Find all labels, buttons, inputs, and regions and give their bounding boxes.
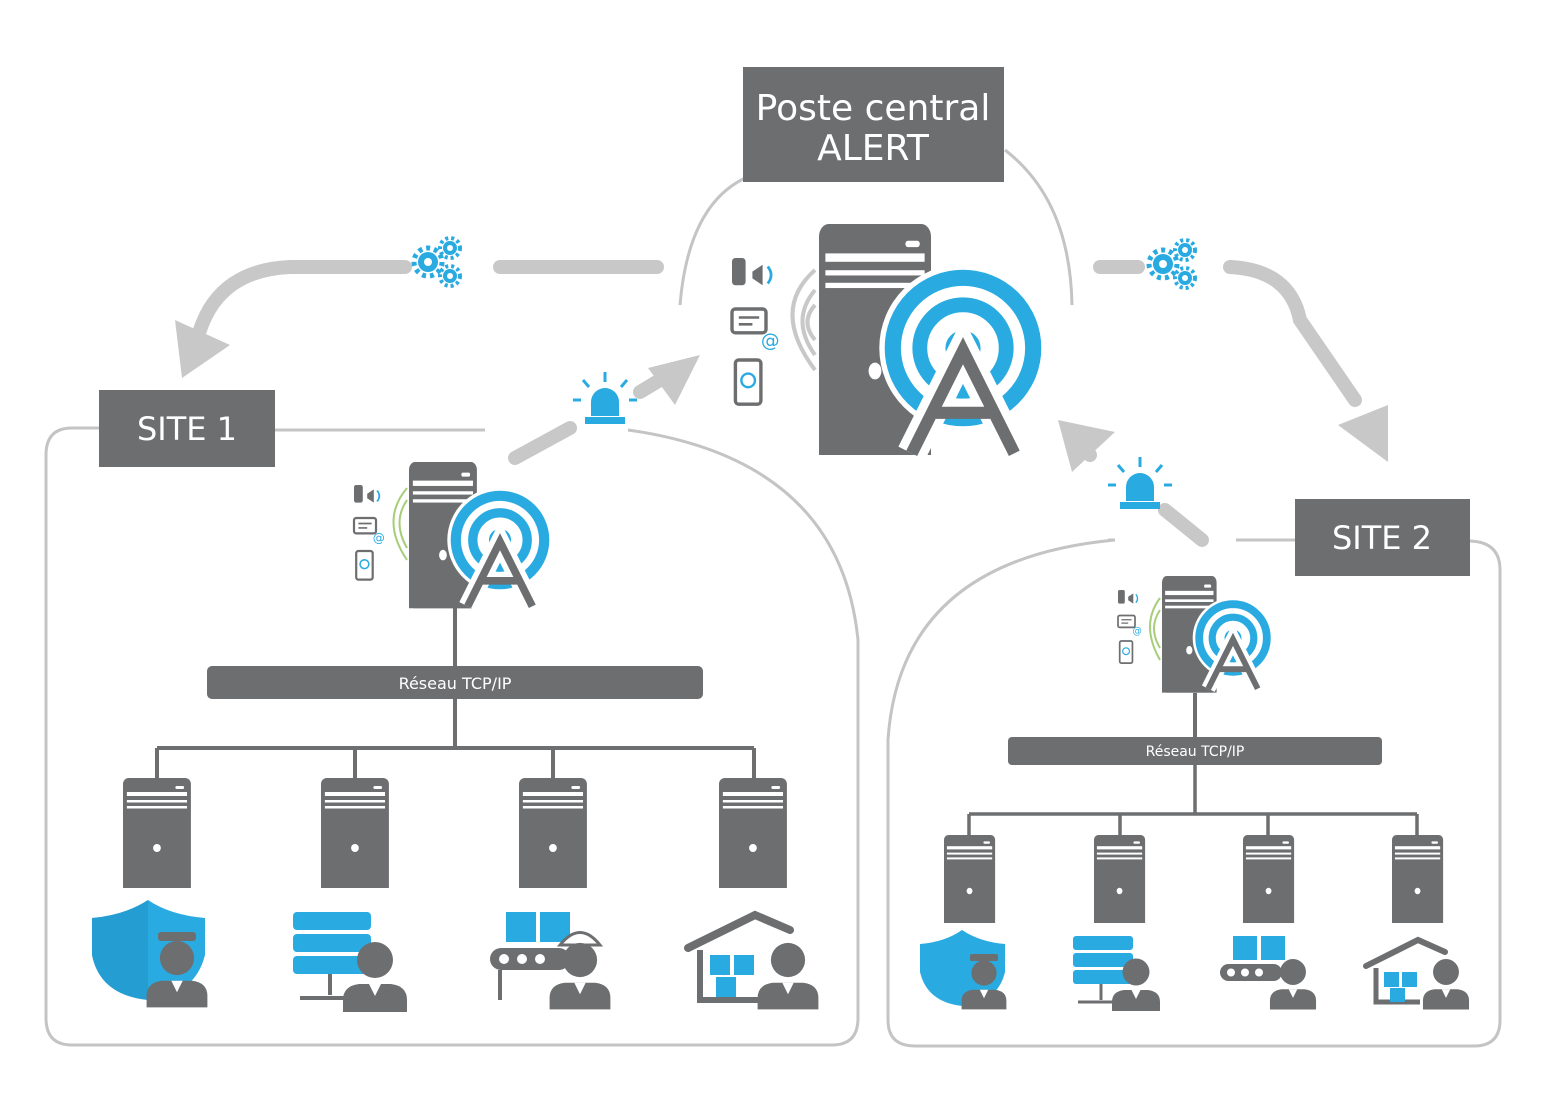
site2-label-box [1295,499,1470,576]
site1-workstation-servers [123,778,787,888]
security-guard-icon [92,900,208,1008]
central-server [730,224,1047,455]
site2-network-bar [1008,737,1382,765]
security-guard-icon [920,930,1007,1010]
site1-label-box [99,390,275,467]
notification-channels-icon [352,483,386,581]
site1-label: SITE 1 [137,410,237,448]
production-worker-icon [1220,936,1317,1010]
site1-network-label: Réseau TCP/IP [399,674,512,693]
site2-server [1117,576,1273,693]
site1: SITE 1 Réseau TCP/IP [44,390,860,1047]
site2-workstation-servers [944,835,1444,923]
config-arrow-right [1093,240,1388,462]
notification-channels-icon [730,256,782,406]
site2-label: SITE 2 [1332,519,1432,557]
central-title-box: Poste central ALERT [743,67,1004,182]
notification-channels-icon [1117,589,1143,664]
config-arrow-left [175,238,664,378]
site1-network-bar [207,666,703,699]
it-operator-icon [293,912,407,1012]
alert-arrow-site2 [1058,420,1209,547]
site1-server [352,462,553,608]
warehouse-worker-icon [1363,936,1470,1010]
configuration-gears-icon [1149,240,1195,288]
site2: SITE 2 Réseau TCP/IP [886,499,1502,1048]
alarm-beacon-icon [571,370,639,426]
it-operator-icon [1073,936,1160,1011]
site2-network-label: Réseau TCP/IP [1146,744,1245,760]
central-title-line1: Poste central [756,88,991,129]
alarm-beacon-icon [1106,455,1174,511]
warehouse-worker-icon [684,910,819,1010]
configuration-gears-icon [414,238,460,286]
alert-arrow-site1 [508,355,700,465]
central-title-line2: ALERT [817,128,930,169]
production-worker-icon [490,912,611,1010]
